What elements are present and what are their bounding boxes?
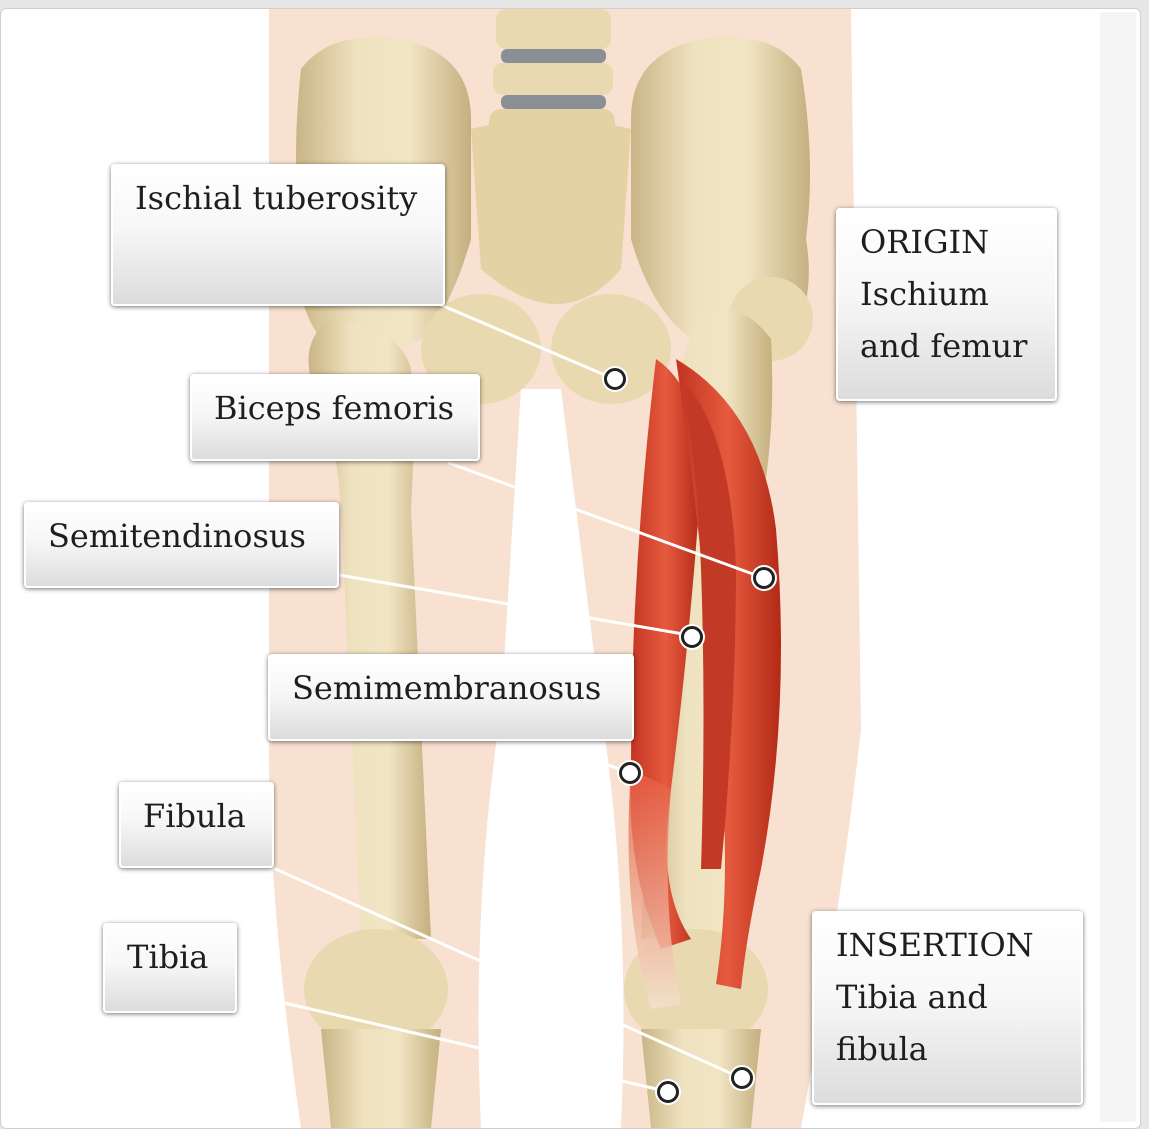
marker-ischial-tuberosity[interactable] [604, 368, 626, 390]
label-biceps-femoris[interactable]: Biceps femoris [190, 374, 480, 461]
label-origin[interactable]: ORIGIN Ischium and femur [836, 208, 1057, 401]
marker-fibula[interactable] [731, 1067, 753, 1089]
knee-and-lower-leg-bones [304, 929, 768, 1128]
label-text: ORIGIN Ischium and femur [860, 216, 1033, 372]
label-fibula[interactable]: Fibula [119, 782, 274, 868]
label-semitendinosus[interactable]: Semitendinosus [24, 502, 339, 588]
label-insertion[interactable]: INSERTION Tibia and fibula [812, 911, 1083, 1105]
marker-tibia[interactable] [657, 1081, 679, 1103]
diagram-frame: Ischial tuberosity Biceps femoris Semite… [0, 8, 1141, 1129]
label-ischial-tuberosity[interactable]: Ischial tuberosity [111, 164, 445, 306]
label-text: Fibula [143, 790, 250, 842]
label-text: Ischial tuberosity [135, 172, 421, 224]
marker-semimembranosus[interactable] [619, 762, 641, 784]
label-text: Semitendinosus [48, 510, 315, 562]
label-text: Biceps femoris [214, 382, 456, 434]
scrollbar-track[interactable] [1100, 12, 1136, 1122]
label-semimembranosus[interactable]: Semimembranosus [268, 654, 634, 741]
label-text: INSERTION Tibia and fibula [836, 919, 1059, 1075]
label-text: Tibia [127, 931, 213, 983]
label-text: Semimembranosus [292, 662, 610, 714]
marker-biceps-femoris[interactable] [753, 567, 775, 589]
lumbar-spine [489, 9, 615, 145]
marker-semitendinosus[interactable] [681, 626, 703, 648]
label-tibia[interactable]: Tibia [103, 923, 237, 1013]
